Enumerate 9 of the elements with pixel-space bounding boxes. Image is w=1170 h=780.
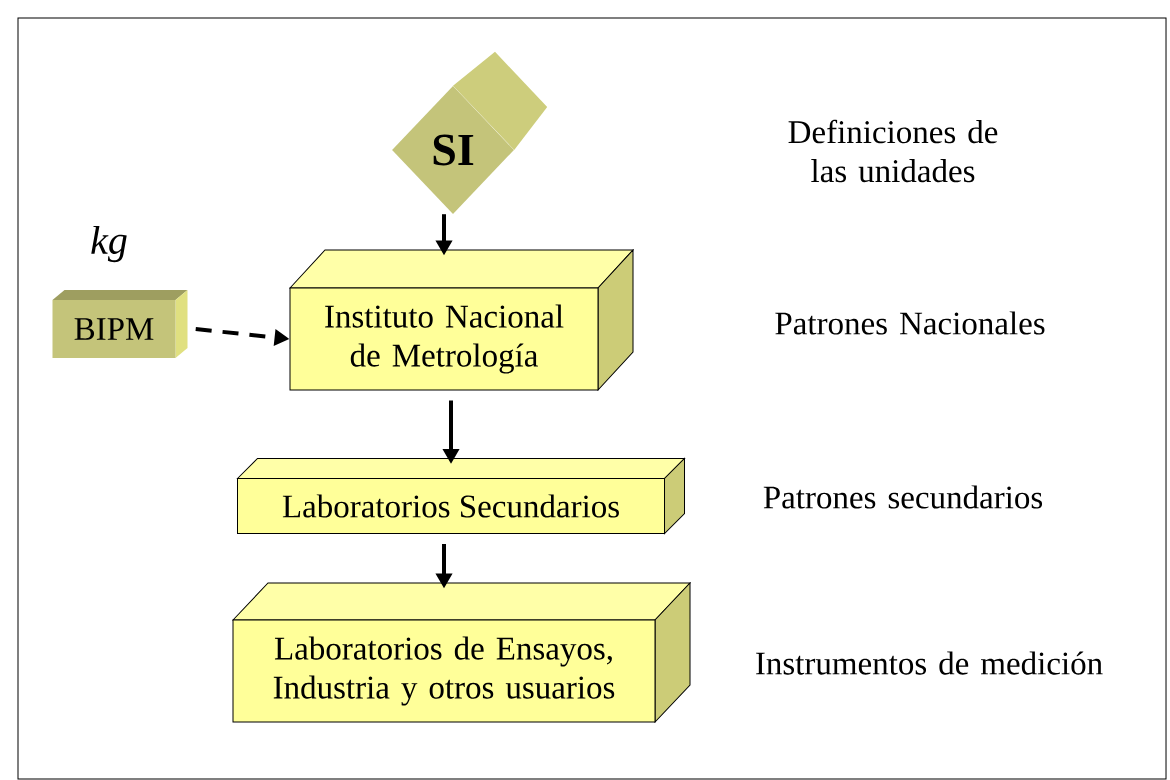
level-label: Instrumentos de medición — [756, 651, 1103, 675]
level-label: Patrones secundarios — [763, 485, 1043, 509]
block-box: Instituto Nacional de Metrología — [289, 249, 634, 391]
unit-symbol: kg — [91, 225, 127, 263]
block-box: BIPM — [52, 290, 188, 358]
block-box: Laboratorios Secundarios — [237, 458, 685, 534]
level-label: Definiciones de las unidades — [788, 119, 998, 183]
block-box: Laboratorios de Ensayos, Industria y otros usuarios — [232, 582, 691, 723]
level-label: Patrones Nacionales — [775, 311, 1045, 335]
